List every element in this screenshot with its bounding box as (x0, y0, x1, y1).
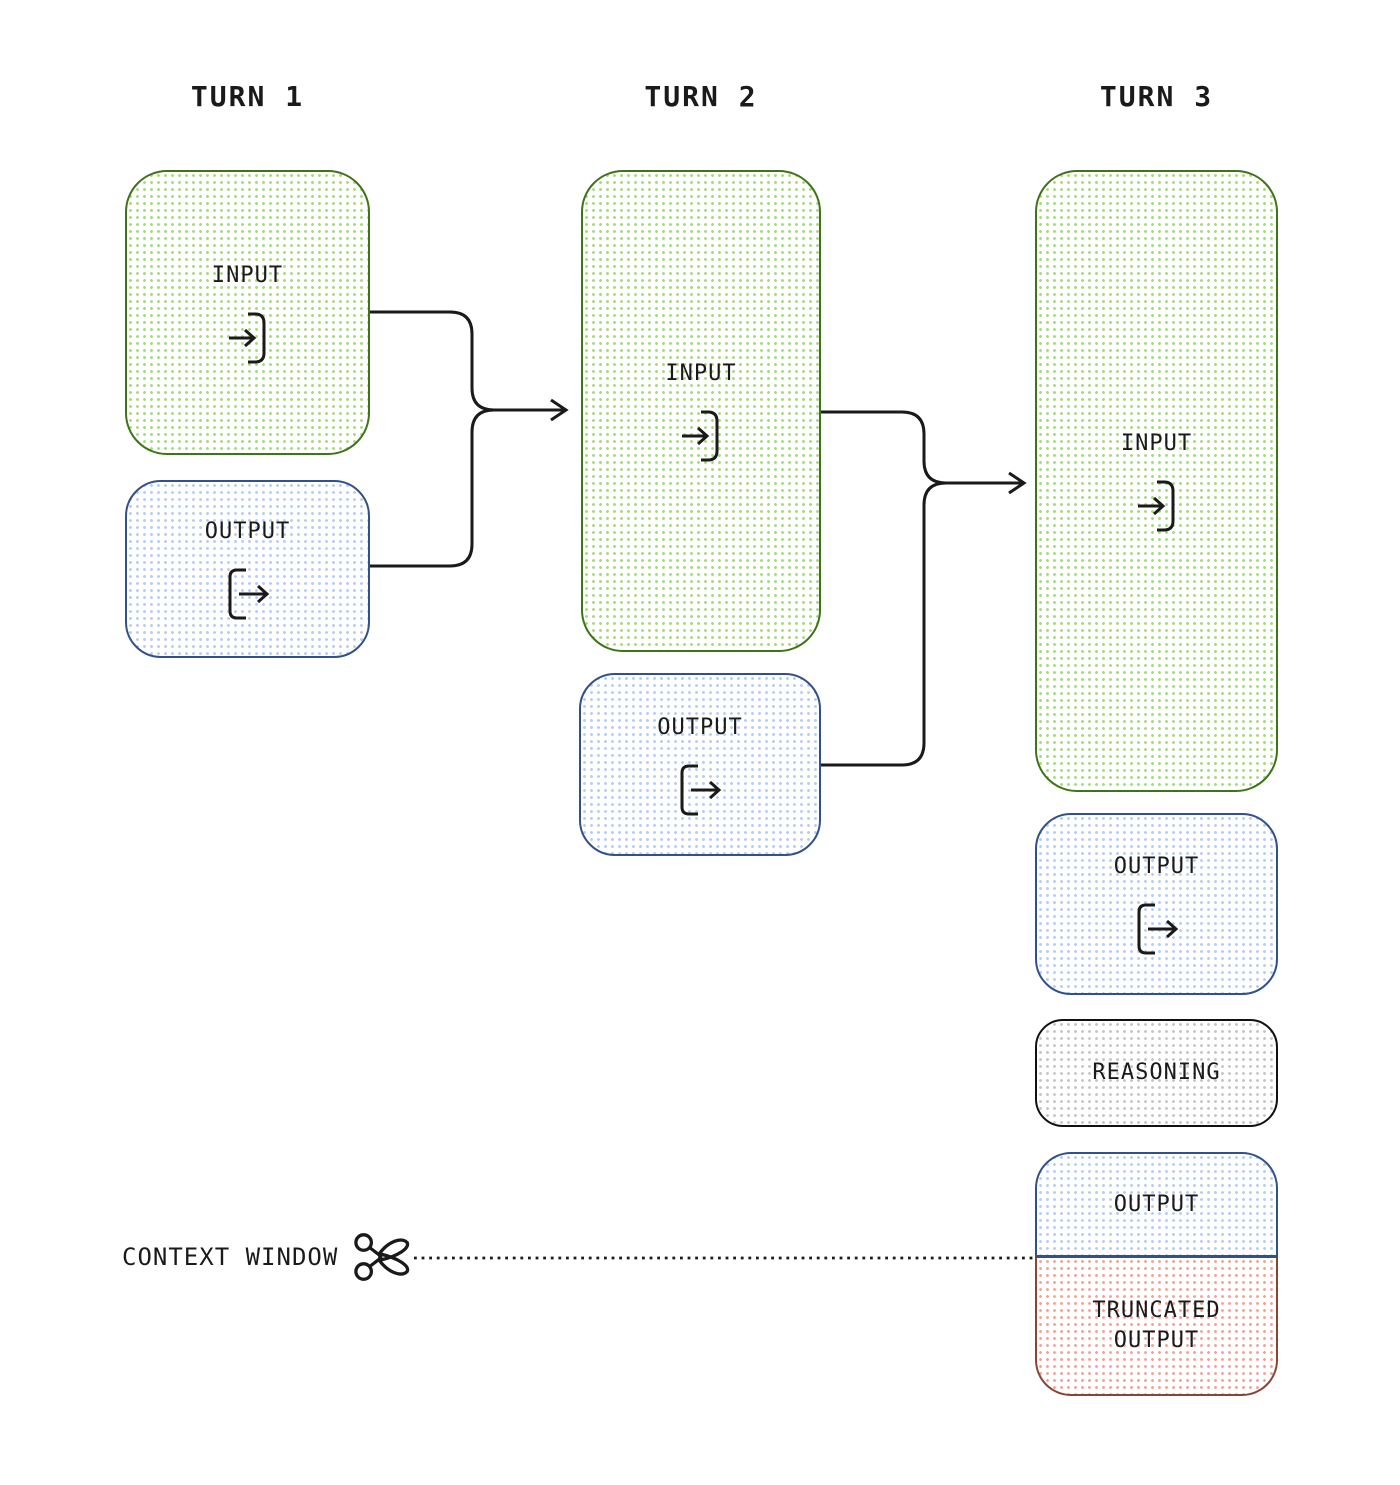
context-window-label: CONTEXT WINDOW (122, 1243, 339, 1271)
arrow-out-of-bracket-icon (228, 568, 269, 620)
arrow-turn1-output-to-turn2 (370, 408, 495, 568)
turn2-output-label: OUTPUT (657, 714, 743, 740)
arrowhead-turn3 (1008, 471, 1027, 495)
arrow-into-bracket-icon (228, 312, 265, 363)
turn2-header: TURN 2 (644, 80, 758, 113)
arrow-turn1-input-to-turn2 (370, 310, 495, 412)
turn1-input-label: INPUT (211, 262, 284, 288)
turn3-truncated-output-box: TRUNCATED OUTPUT (1035, 1258, 1278, 1396)
turn2-input-box: INPUT (581, 170, 821, 652)
arrow-turn2-output-to-turn3 (820, 481, 947, 767)
turn3-truncated-output-label: TRUNCATED OUTPUT (1092, 1298, 1221, 1353)
turn3-output2-box: OUTPUT (1035, 1152, 1278, 1258)
arrow-out-of-bracket-icon (1137, 903, 1178, 955)
turn3-output-label: OUTPUT (1113, 854, 1200, 879)
turn1-output-label: OUTPUT (204, 519, 291, 544)
arrow-out-of-bracket-icon (680, 764, 722, 815)
scissors-icon (354, 1233, 410, 1281)
turn3-output-box: OUTPUT (1035, 813, 1278, 995)
turn3-reasoning-box: REASONING (1035, 1019, 1278, 1127)
turn3-output2-label: OUTPUT (1113, 1191, 1200, 1217)
turn2-output-box: OUTPUT (579, 673, 821, 856)
arrow-into-bracket-icon (1137, 480, 1174, 532)
turn1-output-box: OUTPUT (125, 480, 370, 658)
arrowhead-turn2 (550, 398, 569, 422)
turn3-header: TURN 3 (1099, 80, 1214, 113)
turn1-header: TURN 1 (190, 80, 305, 113)
turn3-input-box: INPUT (1035, 170, 1278, 792)
arrow-into-bracket-icon (682, 410, 719, 462)
turn2-input-label: INPUT (665, 361, 737, 386)
arrow-turn2-input-to-turn3 (820, 410, 947, 485)
turn3-reasoning-label: REASONING (1092, 1060, 1221, 1085)
turn1-input-box: INPUT (125, 170, 370, 455)
turn3-input-label: INPUT (1120, 431, 1193, 456)
